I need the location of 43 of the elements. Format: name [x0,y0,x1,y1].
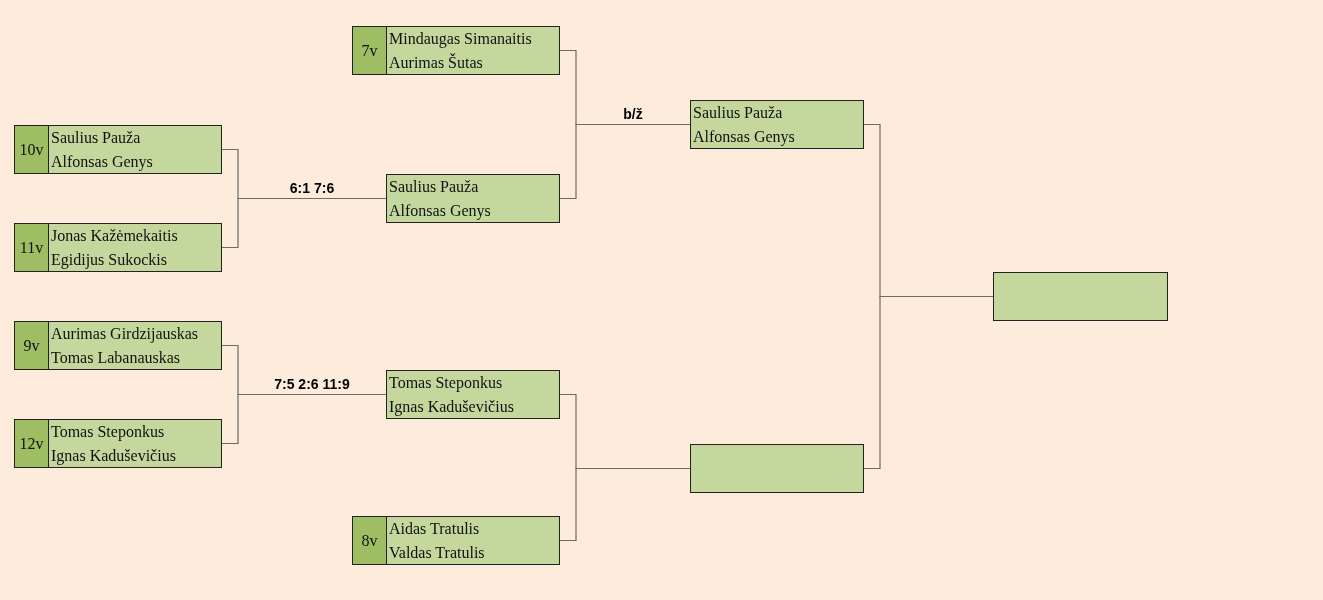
seed-number: 10v [15,126,49,173]
bracket-line [863,295,994,470]
player-pair-box [14,125,222,174]
player-name: Alfonsas Genys [51,151,153,173]
player-pair-box [14,223,222,272]
seed-number: 11v [15,224,49,271]
player-name: Aurimas Šutas [389,52,484,73]
player-pair-box [14,419,222,468]
bracket-line [221,393,387,445]
bracket-line [559,123,691,200]
player-pair-box [14,321,222,370]
empty-match-box [690,444,864,493]
player-name: Alfonsas Genys [389,200,491,222]
empty-match-box [993,272,1168,321]
player-pair-box [352,26,560,75]
edge-label: b/ž [623,106,643,121]
player-name: Jonas Kažėmekaitis [51,225,178,246]
edge-label: 6:1 7:6 [289,180,335,195]
player-name: Ignas Kaduševičius [51,445,176,467]
player-pair-box [386,174,560,223]
player-name: Aurimas Girdzijauskas [51,323,199,345]
bracket-line [559,467,691,542]
player-pair-box [386,370,560,419]
bracket-line [221,197,387,249]
seed-number: 8v [353,517,387,564]
edge-label: 7:5 2:6 11:9 [274,376,350,391]
seed-number: 9v [15,322,49,369]
player-name: Egidijus Sukockis [51,249,168,271]
player-name: Aidas Tratulis [389,518,481,539]
seed-number: 12v [15,420,49,467]
seed-number: 7v [353,27,387,74]
player-name: Tomas Labanauskas [51,347,182,368]
player-name: Tomas Steponkus [389,372,504,394]
player-name: Tomas Steponkus [51,421,166,443]
player-name: Alfonsas Genys [693,126,795,148]
player-name: Saulius Pauža [389,176,480,197]
player-pair-box [690,100,864,149]
player-pair-box [352,516,560,565]
player-name: Saulius Pauža [51,127,142,148]
player-name: Valdas Tratulis [389,542,485,563]
player-name: Saulius Pauža [693,102,784,123]
player-name: Ignas Kaduševičius [389,396,514,418]
player-name: Mindaugas Simanaitis [389,28,532,50]
